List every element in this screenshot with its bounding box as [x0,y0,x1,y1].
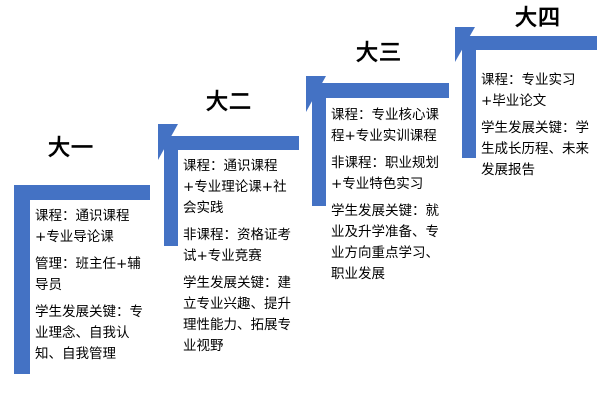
step-1-text: 课程：通识课程+专业导论课 管理：班主任+辅导员 学生发展关键：专业理念、自我认… [35,206,147,371]
step-1-title: 大一 [48,136,95,161]
step-3-text: 课程：专业核心课程+专业实训课程 非课程：职业规划+专业特色实习 学生发展关键：… [331,105,449,291]
step-4-item: 学生发展关键：学生成长历程、未来发展报告 [481,120,589,178]
step-2-title: 大二 [206,90,253,115]
step-2-item: 学生发展关键：建立专业兴趣、提升理性能力、拓展专业视野 [183,275,291,354]
step-4-corner [462,36,597,158]
step-2-text: 课程：通识课程+专业理论课+社会实践 非课程：资格证考试+专业竞赛 学生发展关键… [183,156,298,363]
step-4-text: 课程：专业实习+毕业论文 学生发展关键：学生成长历程、未来发展报告 [481,70,593,187]
step-2-corner [164,136,299,246]
step-1-corner [14,185,150,374]
step-1-item: 课程：通识课程+专业导论课 [35,208,130,245]
step-2-item: 课程：通识课程+专业理论课+社会实践 [183,158,287,216]
step-4-bar [462,36,597,158]
step-4-title: 大四 [515,6,562,31]
step-1-item: 管理：班主任+辅导员 [35,256,141,293]
step-1-item: 学生发展关键：专业理念、自我认知、自我管理 [35,304,143,362]
step-4-item: 课程：专业实习+毕业论文 [481,72,576,109]
step-3-corner [312,83,449,206]
step-3-item: 学生发展关键：就业及升学准备、专业方向重点学习、职业发展 [331,203,439,282]
step-3-item: 课程：专业核心课程+专业实训课程 [331,107,439,144]
step-2-item: 非课程：资格证考试+专业竞赛 [183,227,291,264]
step-3-item: 非课程：职业规划+专业特色实习 [331,155,439,192]
step-3-title: 大三 [356,41,403,66]
